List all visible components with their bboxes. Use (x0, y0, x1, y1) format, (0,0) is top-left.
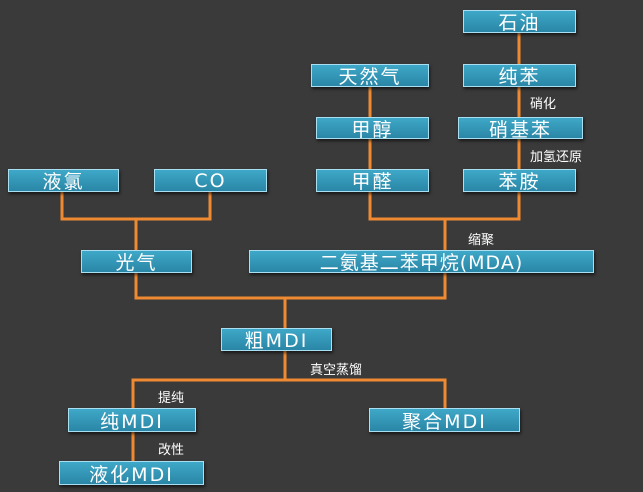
node-co: CO (154, 169, 267, 192)
label-condensation: 缩聚 (468, 233, 495, 248)
node-natural-gas: 天然气 (311, 64, 429, 88)
node-liquefied-mdi: 液化MDI (59, 461, 204, 486)
label-modification: 改性 (158, 443, 185, 458)
connector-chlorine-co-phosgene (60, 192, 212, 221)
node-liquid-chlorine: 液氯 (8, 169, 119, 193)
label-vacuum-distillation: 真空蒸馏 (310, 363, 363, 378)
node-nitrobenzene: 硝基苯 (458, 117, 583, 141)
node-petroleum: 石油 (463, 10, 576, 34)
label-purification: 提纯 (158, 391, 185, 406)
node-aniline: 苯胺 (463, 169, 576, 193)
connector-branch-bar (131, 378, 447, 408)
label-hydrogenation: 加氢还原 (530, 150, 583, 165)
node-pure-mdi: 纯MDI (68, 408, 196, 433)
node-methanol: 甲醇 (316, 117, 429, 141)
node-phosgene: 光气 (81, 250, 192, 274)
node-mda: 二氨基二苯甲烷(MDA) (249, 250, 594, 274)
connector-formaldehyde-aniline-mda (368, 192, 521, 221)
node-benzene: 纯苯 (463, 64, 576, 88)
node-polymeric-mdi: 聚合MDI (369, 408, 520, 433)
label-nitration: 硝化 (530, 97, 557, 112)
connector-phosgene-mda-crude (134, 273, 447, 300)
node-crude-mdi: 粗MDI (221, 328, 332, 352)
node-formaldehyde: 甲醛 (316, 169, 429, 193)
